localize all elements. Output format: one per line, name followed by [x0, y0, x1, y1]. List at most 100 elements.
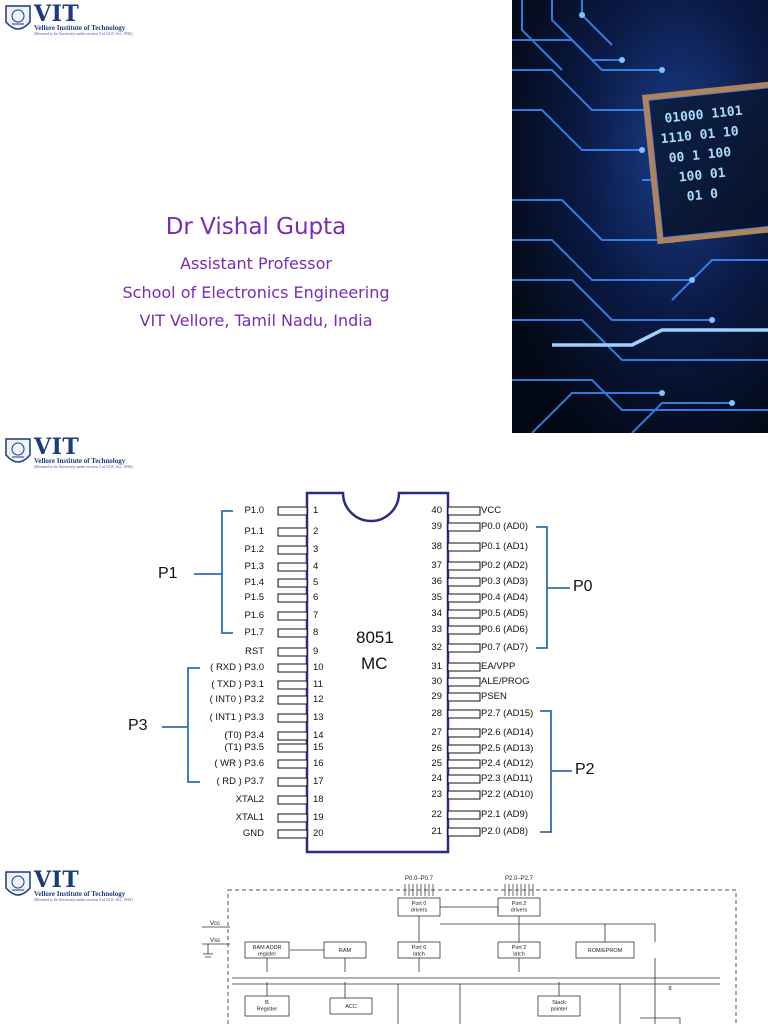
pin-name-right: P0.0 (AD0)	[481, 522, 528, 532]
ram-label: RAM	[339, 948, 352, 954]
vit-emblem-icon	[4, 2, 32, 36]
pin-stub-right	[448, 610, 480, 618]
pin-name-left: P1.6	[190, 611, 264, 621]
pin-number-right: 27	[424, 728, 442, 738]
pin-stub-left	[278, 546, 307, 554]
pin-number-right: 38	[424, 542, 442, 552]
pin-stub-right	[448, 507, 480, 515]
stack-pointer-label: Stackpointer	[551, 1000, 568, 1013]
pin-number-right: 25	[424, 759, 442, 769]
vcc-label: Vcc	[210, 921, 220, 927]
pinout-slide: VIT Vellore Institute of Technology (Dee…	[0, 433, 768, 858]
pin-number-right: 34	[424, 609, 442, 619]
pin-name-left: GND	[190, 829, 264, 839]
logo-title: VIT	[34, 3, 133, 25]
group-label-p2: P2	[575, 761, 595, 779]
pin-stub-left	[278, 696, 307, 704]
pin-stub-left	[278, 648, 307, 656]
pin-number-left: 14	[313, 731, 331, 741]
pin-stub-left	[278, 528, 307, 536]
bus-label-p2: P2.0–P2.7	[505, 876, 534, 882]
author-name: Dr Vishal Gupta	[0, 214, 512, 240]
pin-name-right: P2.4 (AD12)	[481, 759, 533, 769]
pin-name-left: XTAL1	[190, 813, 264, 823]
pin-number-right: 32	[424, 643, 442, 653]
group-label-p0: P0	[573, 578, 593, 596]
pin-name-left: P1.3	[190, 562, 264, 572]
pin-name-left: P1.2	[190, 545, 264, 555]
pin-number-left: 20	[313, 829, 331, 839]
pin-name-right: P0.6 (AD6)	[481, 625, 528, 635]
pin-stub-right	[448, 811, 480, 819]
port0-drivers-label: Port 0drivers	[411, 901, 428, 914]
pin-stub-left	[278, 814, 307, 822]
pin-number-left: 19	[313, 813, 331, 823]
pin-number-right: 37	[424, 561, 442, 571]
pin-number-right: 35	[424, 593, 442, 603]
pin-number-right: 24	[424, 774, 442, 784]
pin-number-left: 16	[313, 759, 331, 769]
circuit-board-image: 01000 1101 1110 01 10 00 1 100 100 01 01…	[512, 0, 768, 433]
pin-name-right: P2.3 (AD11)	[481, 774, 533, 784]
pin-stub-left	[278, 744, 307, 752]
pin-stub-left	[278, 563, 307, 571]
pin-name-right: P2.2 (AD10)	[481, 790, 533, 800]
pin-number-left: 3	[313, 545, 331, 555]
pin-name-right: ALE/PROG	[481, 677, 530, 687]
pin-name-left: RST	[190, 647, 264, 657]
pin-stub-left	[278, 664, 307, 672]
pin-stub-right	[448, 663, 480, 671]
pin-number-left: 15	[313, 743, 331, 753]
pin-number-left: 5	[313, 578, 331, 588]
pin-stub-right	[448, 791, 480, 799]
pin-name-left: ( WR ) P3.6	[190, 759, 264, 769]
pin-stub-right	[448, 745, 480, 753]
bracket-p2	[540, 711, 572, 832]
group-label-p3: P3	[128, 717, 148, 735]
pin-number-right: 23	[424, 790, 442, 800]
group-label-p1: P1	[158, 565, 178, 583]
pin-name-right: P0.3 (AD3)	[481, 577, 528, 587]
bracket-p0	[536, 527, 570, 648]
pin-number-left: 4	[313, 562, 331, 572]
pin-stub-right	[448, 678, 480, 686]
pin-name-right: P0.4 (AD4)	[481, 593, 528, 603]
pin-stub-left	[278, 681, 307, 689]
pin-number-left: 7	[313, 611, 331, 621]
port0-latch-label: Port 0latch	[412, 945, 427, 958]
pin-stub-right	[448, 523, 480, 531]
pin-number-left: 2	[313, 527, 331, 537]
pin-name-left: P1.7	[190, 628, 264, 638]
pin-name-right: P0.5 (AD5)	[481, 609, 528, 619]
pin-stub-right	[448, 644, 480, 652]
pin-name-left: (T0) P3.4	[190, 731, 264, 741]
pin-name-right: P2.0 (AD8)	[481, 827, 528, 837]
pin-stub-left	[278, 612, 307, 620]
pin-name-left: (T1) P3.5	[190, 743, 264, 753]
title-slide: VIT Vellore Institute of Technology (Dee…	[0, 0, 768, 433]
pin-number-right: 33	[424, 625, 442, 635]
pin-stub-left	[278, 732, 307, 740]
pin-name-right: PSEN	[481, 692, 507, 702]
pin-name-left: P1.5	[190, 593, 264, 603]
pin-number-right: 22	[424, 810, 442, 820]
pin-stub-right	[448, 626, 480, 634]
pin-stub-left	[278, 714, 307, 722]
bus-label-p0: P0.0–P0.7	[405, 876, 434, 882]
pin-number-left: 11	[313, 680, 331, 690]
pin-name-right: P2.1 (AD9)	[481, 810, 528, 820]
pin-stub-left	[278, 778, 307, 786]
pin-name-right: P2.7 (AD15)	[481, 709, 533, 719]
pin-name-right: P0.2 (AD2)	[481, 561, 528, 571]
pin-name-right: P0.7 (AD7)	[481, 643, 528, 653]
pin-stub-right	[448, 578, 480, 586]
pin-number-left: 8	[313, 628, 331, 638]
pin-number-left: 9	[313, 647, 331, 657]
pin-name-left: ( INT0 ) P3.2	[190, 695, 264, 705]
pin-number-right: 30	[424, 677, 442, 687]
pin-number-left: 13	[313, 713, 331, 723]
pin-stub-left	[278, 830, 307, 838]
